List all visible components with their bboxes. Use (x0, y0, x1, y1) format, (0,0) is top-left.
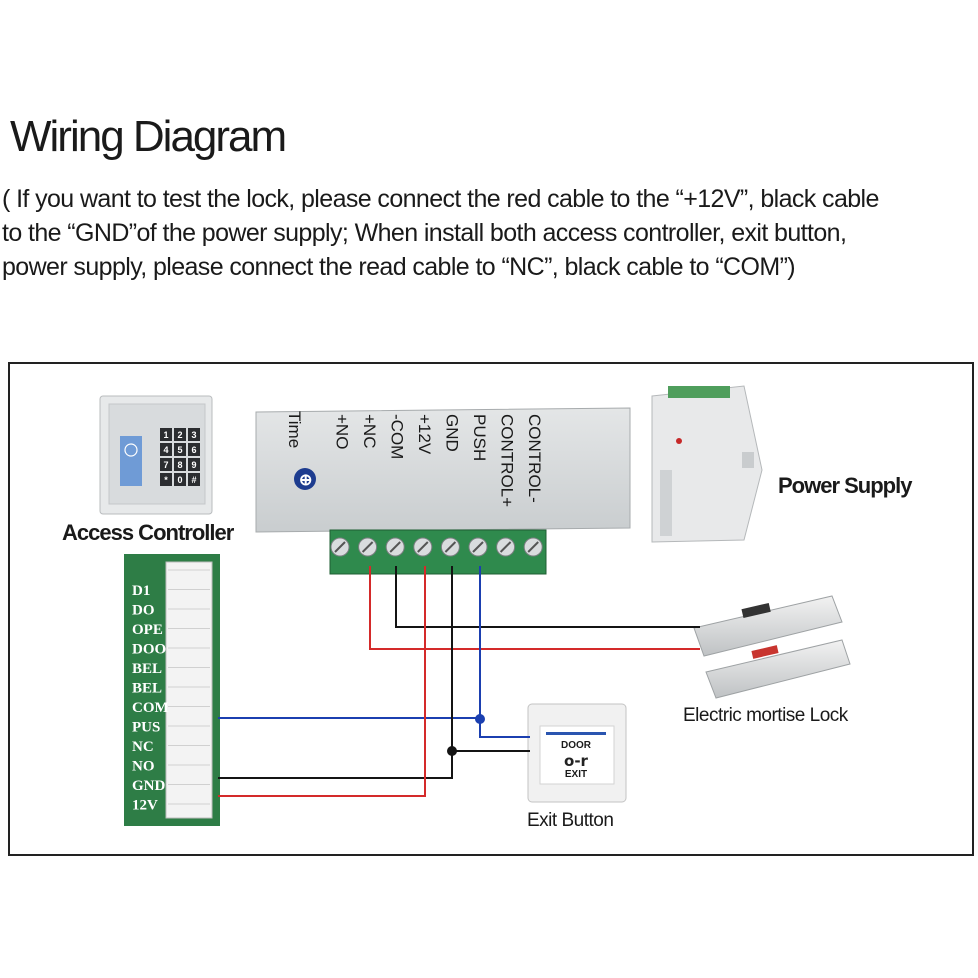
diagram-frame (8, 362, 974, 856)
wire-push-blue (218, 566, 481, 719)
terminal-screw[interactable] (496, 537, 516, 557)
exit-button-exit-text: EXIT (565, 769, 587, 780)
key-icon: o-r (564, 752, 589, 770)
terminal-screw[interactable] (358, 537, 378, 557)
controller-pin-label: GND (132, 778, 166, 794)
svg-text:#: # (191, 475, 196, 485)
terminal-block-module: Time ⊕ CONTROL- CONTROL+ PUSH GND +12V -COM +N… (255, 407, 631, 575)
controller-pin-label: PUS (132, 720, 160, 736)
terminal-screw[interactable] (523, 537, 543, 557)
time-label: Time (285, 411, 304, 448)
controller-pin-label: DO (132, 603, 155, 619)
keypad-key[interactable]: 3 (188, 428, 200, 441)
svg-text:4: 4 (163, 445, 168, 455)
wire-gnd-black (218, 566, 453, 779)
svg-text:8: 8 (177, 460, 182, 470)
instruction-note: ( If you want to test the lock, please c… (2, 182, 972, 284)
controller-pin-label: BEL (132, 661, 162, 677)
terminal-label: +NO (333, 414, 352, 449)
keypad-key[interactable]: 9 (188, 458, 200, 471)
note-line-1: ( If you want to test the lock, please c… (2, 185, 879, 213)
access-controller-label: Access Controller (62, 520, 235, 545)
wires (218, 566, 700, 797)
controller-pin-label: BEL (132, 681, 162, 697)
svg-text:1: 1 (163, 430, 168, 440)
svg-text:6: 6 (191, 445, 196, 455)
wire-lock-black (395, 566, 700, 628)
power-supply-unit (651, 385, 763, 543)
electric-lock (693, 595, 851, 699)
svg-text:7: 7 (163, 460, 168, 470)
wire-lock-red (369, 566, 700, 650)
svg-text:*: * (164, 475, 168, 485)
keypad-key[interactable]: 7 (160, 458, 172, 471)
svg-text:9: 9 (191, 460, 196, 470)
wire-12v-red (218, 566, 426, 797)
svg-text:3: 3 (191, 430, 196, 440)
page-title: Wiring Diagram (10, 112, 287, 161)
terminal-label: CONTROL+ (498, 414, 517, 507)
keypad-key[interactable]: 2 (174, 428, 186, 441)
terminal-label: -COM (388, 414, 407, 459)
terminal-label: +12V (415, 414, 434, 455)
svg-text:5: 5 (177, 445, 182, 455)
junction-black (447, 746, 457, 756)
terminal-screw[interactable] (385, 537, 405, 557)
svg-text:0: 0 (177, 475, 182, 485)
controller-pin-label: OPE (132, 622, 163, 638)
terminal-screw[interactable] (330, 537, 350, 557)
lock-label: Electric mortise Lock (683, 705, 849, 726)
terminal-screw[interactable] (413, 537, 433, 557)
svg-text:⊕: ⊕ (299, 472, 312, 489)
keypad-key[interactable]: 8 (174, 458, 186, 471)
keypad-key[interactable]: # (188, 473, 200, 486)
keypad-key[interactable]: 6 (188, 443, 200, 456)
keypad-key[interactable]: 5 (174, 443, 186, 456)
svg-text:2: 2 (177, 430, 182, 440)
note-line-2: to the “GND”of the power supply; When in… (2, 219, 847, 247)
terminal-label: CONTROL- (525, 414, 544, 503)
power-supply-label: Power Supply (778, 473, 913, 498)
wire-exit-blue (479, 718, 530, 738)
keypad-key[interactable]: 0 (174, 473, 186, 486)
controller-pin-label: COM (132, 700, 169, 716)
controller-pin-label: 12V (132, 798, 158, 814)
exit-button-device[interactable]: DOOR o-r EXIT (527, 703, 627, 803)
keypad-key[interactable]: 1 (160, 428, 172, 441)
keypad-key[interactable]: 4 (160, 443, 172, 456)
keypad-key[interactable]: * (160, 473, 172, 486)
terminal-label: GND (443, 414, 462, 452)
controller-pin-label: NO (132, 759, 155, 775)
junction-blue (475, 714, 485, 724)
exit-button-door-text: DOOR (561, 740, 592, 751)
controller-pin-label: NC (132, 739, 154, 755)
note-line-3: power supply, please connect the read ca… (2, 253, 796, 281)
terminal-screw[interactable] (468, 537, 488, 557)
terminal-label: PUSH (470, 414, 489, 461)
controller-pin-label: DOO (132, 642, 166, 658)
terminal-label: +NC (360, 414, 379, 448)
controller-pin-label: D1 (132, 583, 150, 599)
exit-button-label: Exit Button (527, 810, 613, 831)
terminal-screw[interactable] (440, 537, 460, 557)
